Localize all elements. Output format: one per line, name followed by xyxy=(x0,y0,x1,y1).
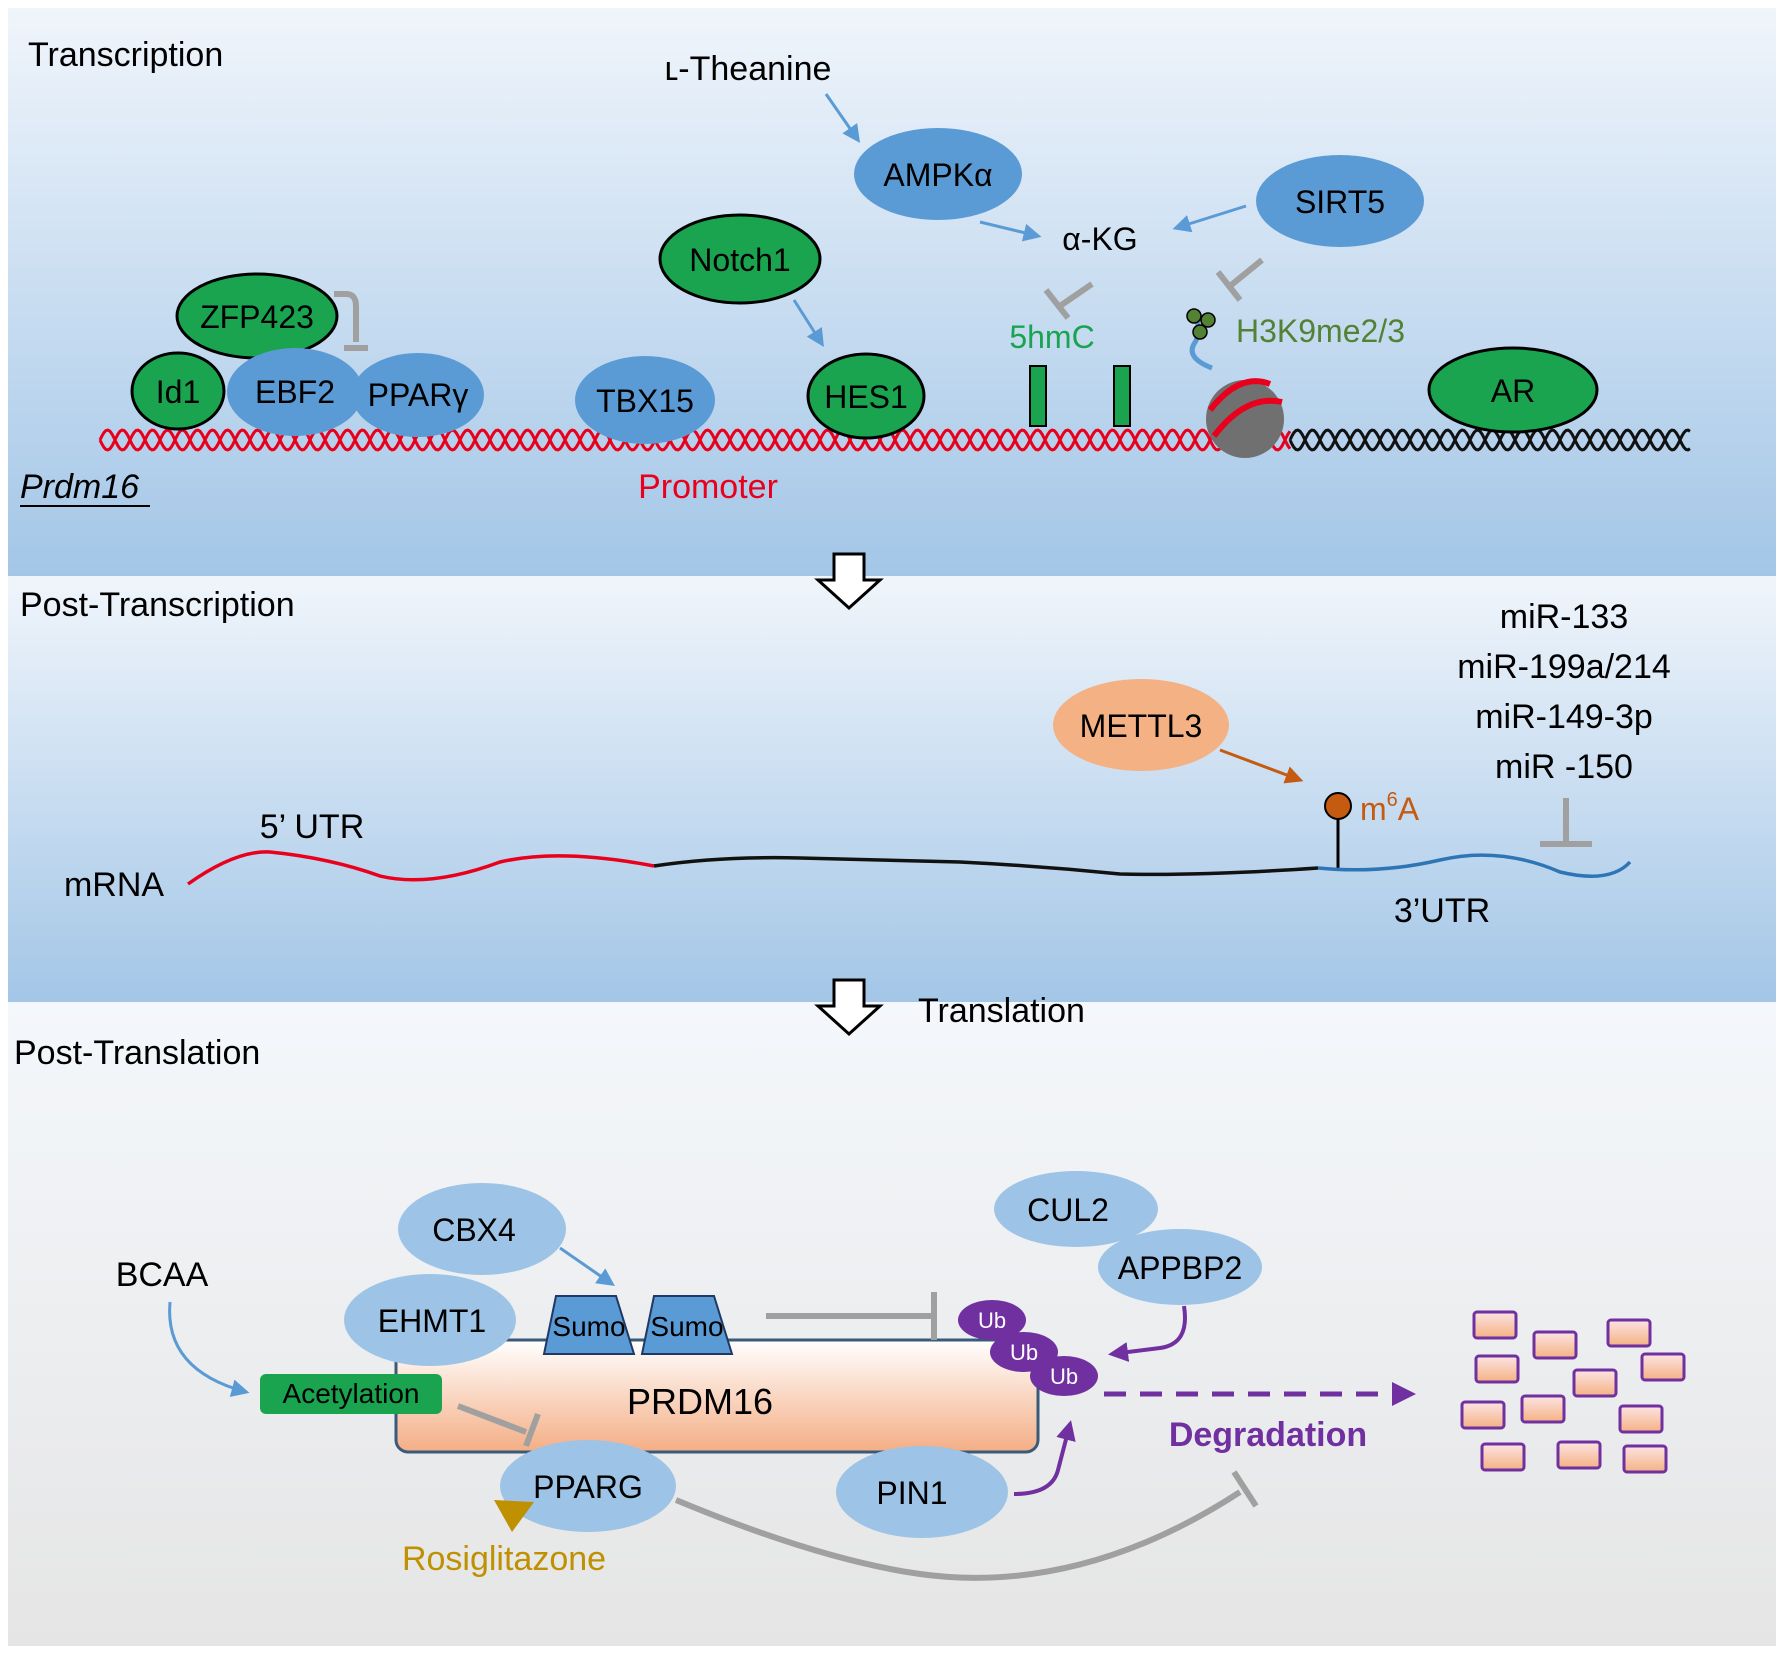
mrna-strand xyxy=(186,850,1632,886)
appbp2-ub-arrow xyxy=(1108,1305,1187,1362)
promoter-label: Promoter xyxy=(638,468,778,506)
theanine-ampk-arrow xyxy=(824,93,861,143)
svg-text:AR: AR xyxy=(1491,373,1535,409)
svg-text:Acetylation: Acetylation xyxy=(283,1378,420,1409)
id1-node: Id1 xyxy=(130,351,226,431)
h3k9-label: H3K9me2/3 xyxy=(1236,313,1405,349)
svg-text:PPARG: PPARG xyxy=(533,1469,643,1505)
svg-text:METTL3: METTL3 xyxy=(1080,708,1203,744)
svg-text:Ub: Ub xyxy=(1050,1364,1078,1389)
appbp2-node: APPBP2 xyxy=(1098,1229,1262,1305)
ar-node: AR xyxy=(1427,346,1599,434)
mrna-label: mRNA xyxy=(64,866,164,904)
bcaa-label: BCAA xyxy=(116,1256,209,1294)
zfp423-node: ZFP423 xyxy=(175,272,339,360)
acetylation-tag: Acetylation xyxy=(260,1374,442,1414)
svg-text:SIRT5: SIRT5 xyxy=(1295,184,1385,220)
ampk-akg-arrow xyxy=(979,220,1042,242)
cbx4-node: CBX4 xyxy=(398,1183,566,1275)
akg-5hmc-inhibit xyxy=(1043,281,1094,320)
svg-text:Sumo: Sumo xyxy=(552,1311,625,1342)
degraded-fragments xyxy=(1460,1310,1686,1474)
sumo-2: Sumo xyxy=(640,1295,734,1355)
svg-text:PPARγ: PPARγ xyxy=(368,377,469,413)
down-arrow-2 xyxy=(814,978,884,1037)
m6a-label: m6A xyxy=(1360,789,1420,827)
bcaa-acetylation-arrow xyxy=(168,1301,250,1397)
mirna-4: miR -150 xyxy=(1495,748,1633,786)
svg-text:ZFP423: ZFP423 xyxy=(200,299,314,335)
sumo-ub-inhibit xyxy=(766,1292,937,1340)
5hmc-mark-1 xyxy=(1029,365,1047,427)
mirna-1: miR-133 xyxy=(1500,598,1628,636)
rosiglitazone-label: Rosiglitazone xyxy=(402,1540,606,1578)
mirna-3: miR-149-3p xyxy=(1475,698,1653,736)
svg-text:APPBP2: APPBP2 xyxy=(1118,1250,1243,1286)
down-arrow-1 xyxy=(814,552,884,611)
svg-text:HES1: HES1 xyxy=(824,379,908,415)
l-theanine-label: ʟ-Theanine xyxy=(665,50,832,88)
pparg-node: PPARγ xyxy=(352,353,484,437)
prdm16-gene-label: Prdm16 xyxy=(20,468,150,507)
section-post-translation: Post-Translation xyxy=(14,1034,260,1072)
rosiglitazone-arrowhead xyxy=(494,1500,534,1532)
degradation-arrowhead xyxy=(1392,1382,1416,1406)
sirt5-h3k9-inhibit xyxy=(1215,257,1264,302)
post-transcription-panel xyxy=(8,576,1776,1002)
svg-text:EHMT1: EHMT1 xyxy=(378,1303,486,1339)
translation-label: Translation xyxy=(918,992,1085,1030)
mirna-2: miR-199a/214 xyxy=(1457,648,1671,686)
nucleosome xyxy=(1186,308,1284,458)
sirt5-akg-arrow xyxy=(1172,204,1247,233)
tbx15-node: TBX15 xyxy=(575,356,715,444)
acetylation-pparg-inhibit xyxy=(456,1403,541,1448)
utr5-label: 5’ UTR xyxy=(260,808,365,846)
5hmc-mark-2 xyxy=(1113,365,1131,427)
mettl3-m6a-arrow xyxy=(1219,748,1304,784)
ehmt1-node: EHMT1 xyxy=(344,1274,516,1366)
svg-text:TBX15: TBX15 xyxy=(596,383,694,419)
notch1-node: Notch1 xyxy=(658,213,822,305)
akg-label: α-KG xyxy=(1062,221,1137,257)
svg-text:PIN1: PIN1 xyxy=(876,1475,947,1511)
svg-text:Sumo: Sumo xyxy=(650,1311,723,1342)
svg-text:Id1: Id1 xyxy=(156,374,200,410)
sirt5-node: SIRT5 xyxy=(1256,155,1424,247)
zfp423-pparg-inhibit xyxy=(334,291,359,342)
ub-chain: Ub Ub Ub xyxy=(958,1300,1098,1396)
svg-text:CUL2: CUL2 xyxy=(1027,1192,1109,1228)
mirna-list: miR-133 miR-199a/214 miR-149-3p miR -150 xyxy=(1457,598,1671,786)
pparg-protein-node: PPARG xyxy=(500,1440,676,1532)
mettl3-node: METTL3 xyxy=(1053,679,1229,771)
svg-text:Ub: Ub xyxy=(1010,1340,1038,1365)
sumo-1: Sumo xyxy=(542,1295,636,1355)
svg-text:Ub: Ub xyxy=(978,1308,1006,1333)
m6a-mark xyxy=(1324,792,1352,870)
pin1-node: PIN1 xyxy=(836,1446,1008,1538)
mirna-inhibit xyxy=(1540,798,1592,847)
prdm16-label: PRDM16 xyxy=(627,1381,773,1422)
svg-text:Prdm16: Prdm16 xyxy=(20,468,139,506)
degradation-label: Degradation xyxy=(1169,1416,1367,1454)
pparg-inhibit-bar xyxy=(1231,1470,1259,1508)
utr3-label: 3’UTR xyxy=(1394,892,1490,930)
pin1-ub-arrow xyxy=(1013,1420,1076,1496)
5hmc-label: 5hmC xyxy=(1009,319,1094,355)
svg-text:CBX4: CBX4 xyxy=(432,1212,516,1248)
hes1-node: HES1 xyxy=(806,352,926,440)
pparg-degradation-inhibit xyxy=(674,1489,1242,1581)
section-post-transcription: Post-Transcription xyxy=(20,586,295,624)
ebf2-node: EBF2 xyxy=(227,348,363,436)
svg-text:EBF2: EBF2 xyxy=(255,374,335,410)
cbx4-sumo-arrow xyxy=(559,1246,615,1287)
ampk-node: AMPKα xyxy=(854,128,1022,220)
section-transcription: Transcription xyxy=(28,36,223,74)
svg-text:Notch1: Notch1 xyxy=(689,242,790,278)
notch1-hes1-arrow xyxy=(792,299,824,348)
svg-text:AMPKα: AMPKα xyxy=(883,157,992,193)
cul2-node: CUL2 xyxy=(994,1171,1158,1247)
